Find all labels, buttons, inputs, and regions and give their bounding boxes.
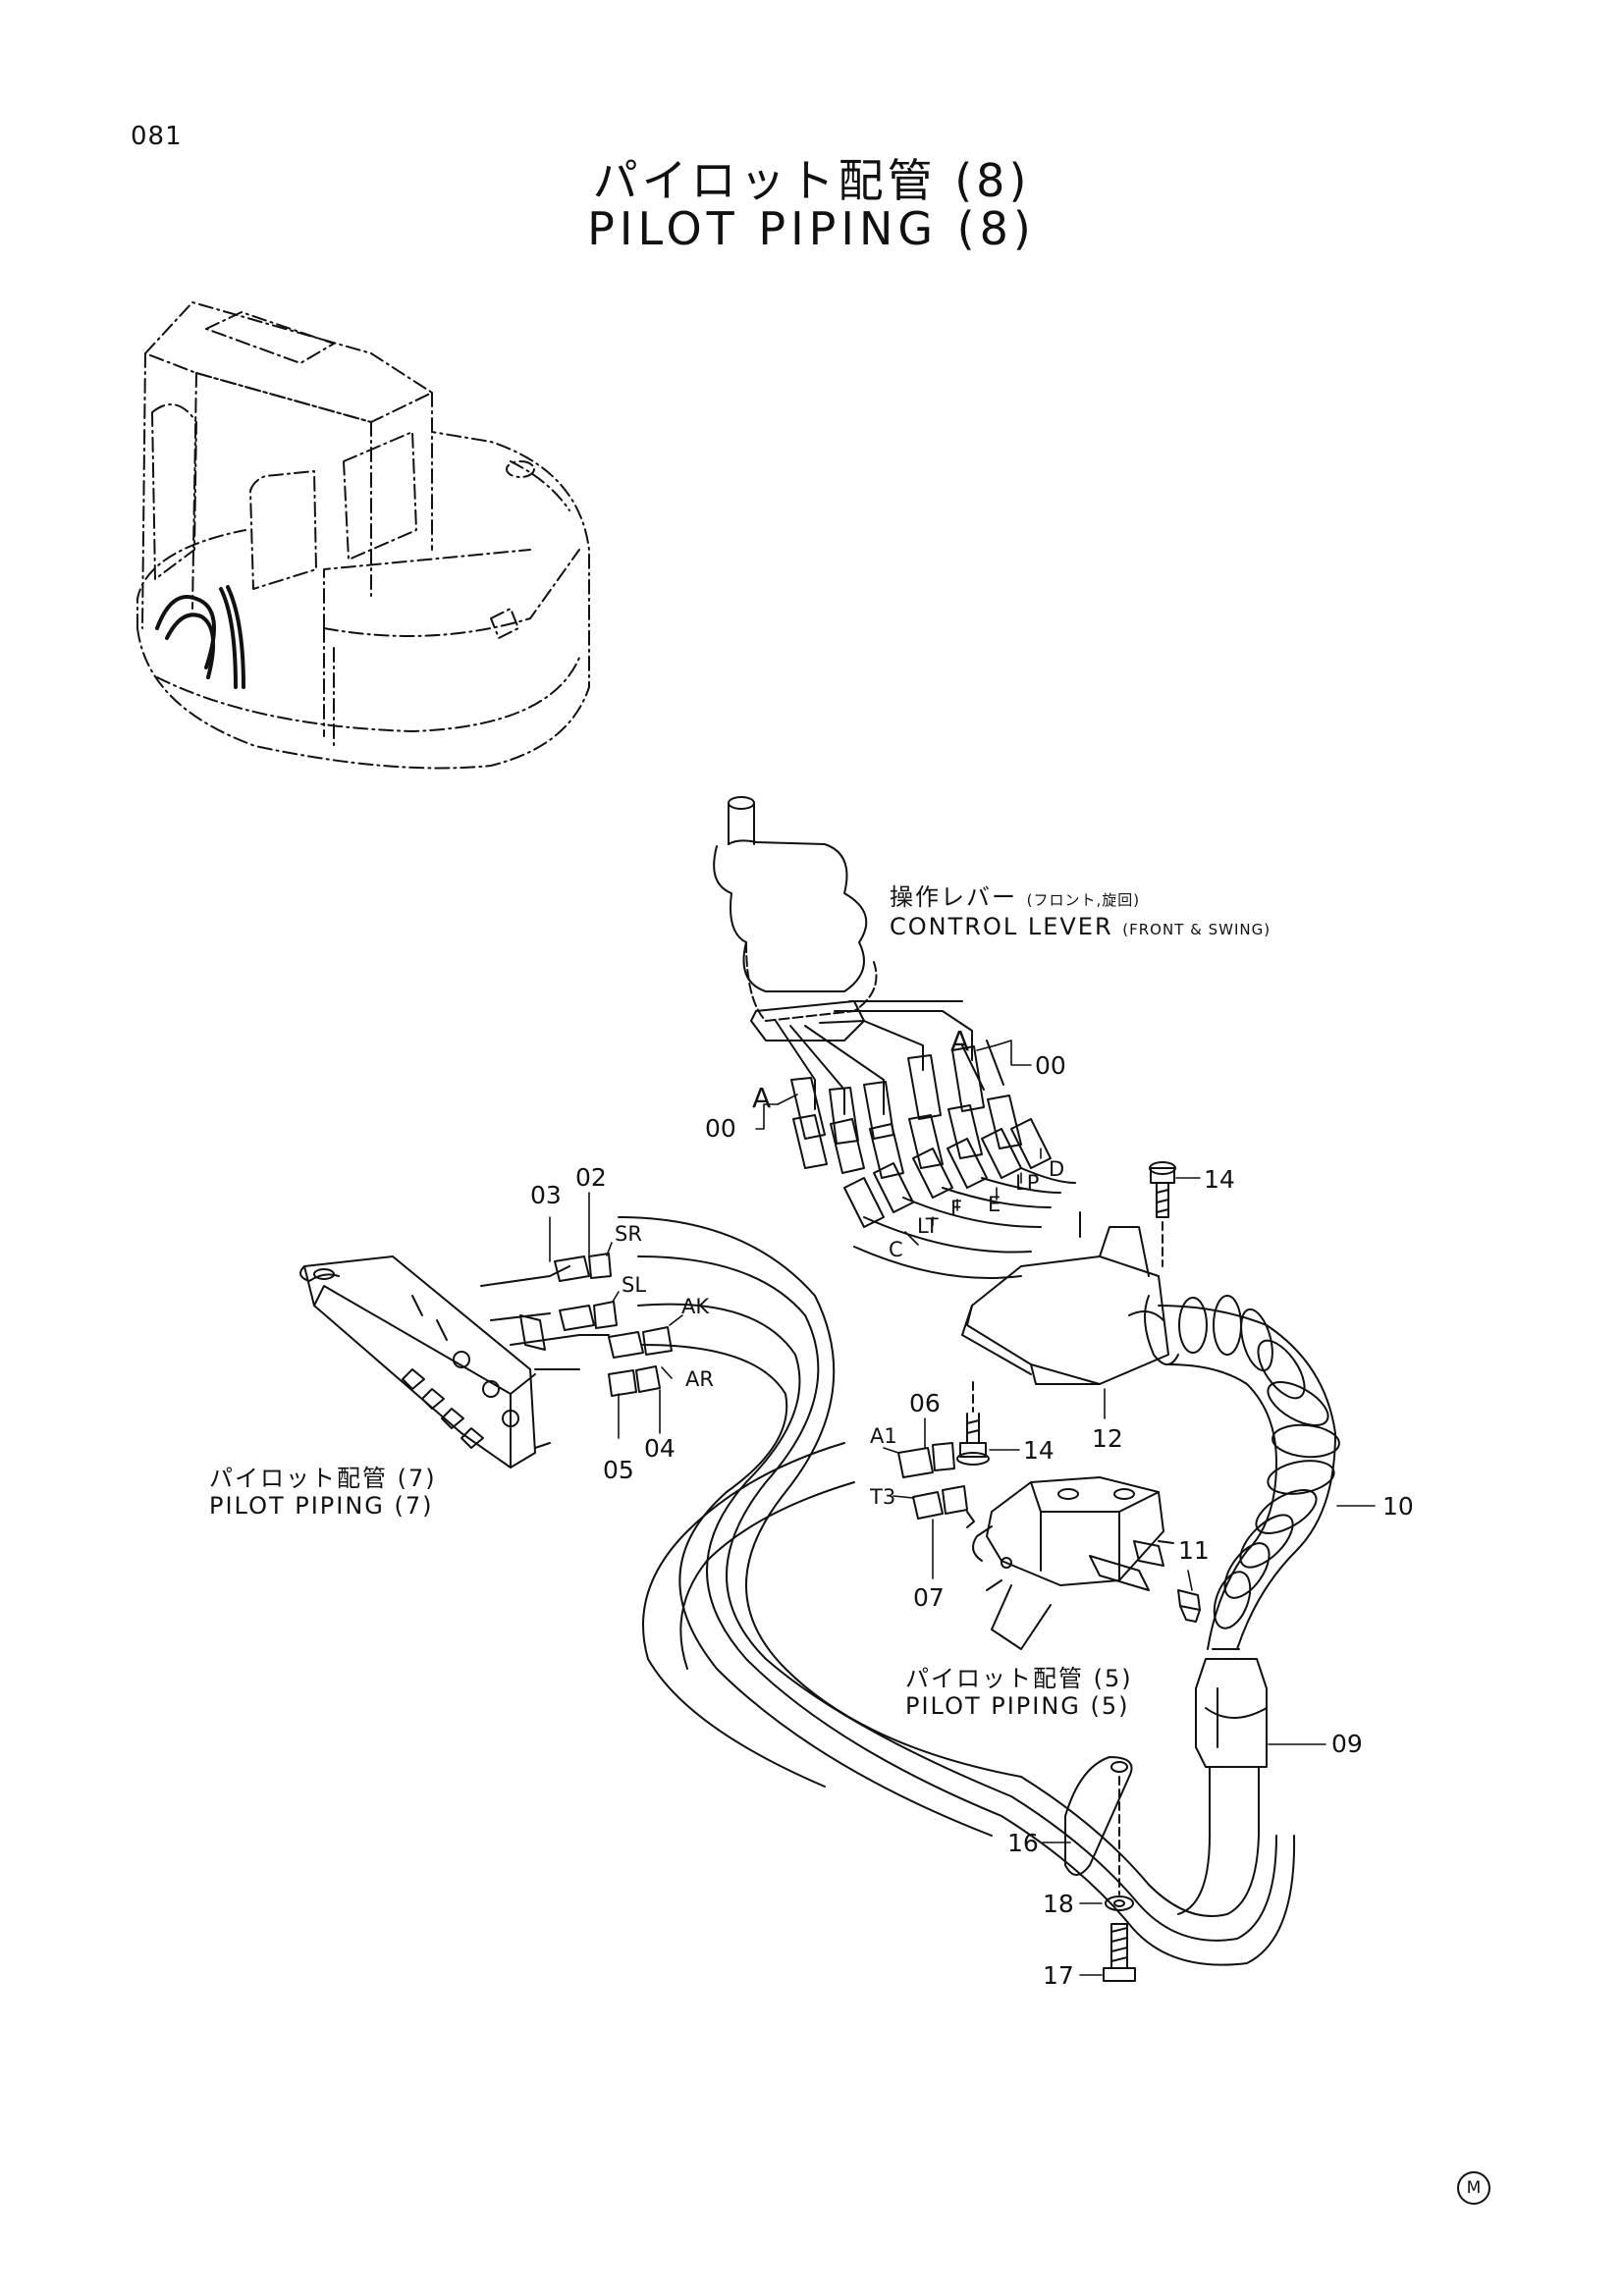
page-number: 081 <box>131 122 183 151</box>
port-label-a-left: A <box>752 1082 771 1114</box>
port-label-e: E <box>988 1193 1001 1216</box>
control-lever <box>713 796 878 1041</box>
manifold-lines <box>480 1265 610 1370</box>
bolt-14-top <box>1149 1161 1176 1218</box>
part-number-00-right: 00 <box>1035 1051 1066 1080</box>
port-label-sl: SL <box>622 1273 646 1297</box>
control-lever-label-en: CONTROL LEVER (FRONT & SWING) <box>890 913 1271 940</box>
port-label-ar: AR <box>685 1367 714 1391</box>
part-number-04: 04 <box>644 1434 676 1463</box>
main-hose-bundle <box>618 1216 1296 1966</box>
washer-18 <box>1105 1896 1134 1911</box>
excavator-overview <box>136 301 590 770</box>
lever-hoses <box>853 1167 1076 1279</box>
part-number-06: 06 <box>909 1389 941 1417</box>
part-number-05: 05 <box>603 1456 634 1484</box>
port-label-c: C <box>889 1238 903 1261</box>
part-number-12: 12 <box>1092 1424 1123 1453</box>
cab-hoses <box>155 585 245 689</box>
bolt-14-lower <box>956 1413 990 1466</box>
fittings-06-07 <box>897 1442 975 1528</box>
hose-clamp-09 <box>1195 1658 1268 1837</box>
page-title-japanese: パイロット配管 (8) <box>592 154 1031 207</box>
part-number-00-left: 00 <box>705 1114 736 1143</box>
part-number-03: 03 <box>530 1181 562 1209</box>
port-label-f: F <box>950 1197 962 1220</box>
leader-lines <box>549 1040 1376 1976</box>
part-number-07: 07 <box>913 1583 945 1612</box>
part-number-18: 18 <box>1043 1890 1074 1918</box>
bolt-11 <box>1177 1589 1201 1623</box>
port-label-a1: A1 <box>870 1424 897 1448</box>
port-label-sr: SR <box>615 1222 642 1246</box>
bolt-17 <box>1103 1923 1136 1982</box>
lever-lines <box>775 1000 973 1115</box>
part-number-16: 16 <box>1007 1829 1039 1857</box>
pilot-piping-7-label-en: PILOT PIPING (7) <box>209 1492 434 1520</box>
port-label-d: D <box>1049 1157 1064 1181</box>
part-number-02: 02 <box>575 1163 607 1192</box>
grommet-cover-12 <box>961 1211 1169 1385</box>
part-number-09: 09 <box>1331 1730 1363 1758</box>
port-label-ak: AK <box>681 1295 710 1318</box>
m-mark: M <box>1457 2171 1490 2205</box>
port-label-t3: T3 <box>869 1485 895 1509</box>
part-numbers: 00 00 02 03 04 05 06 07 09 10 11 12 14 1… <box>530 1051 1414 1990</box>
page-title-english: PILOT PIPING (8) <box>587 202 1036 255</box>
hose-end-fittings <box>843 1118 1052 1228</box>
part-number-14-lower: 14 <box>1023 1436 1055 1465</box>
hose-clamp-16 <box>1064 1756 1133 1876</box>
port-label-lt: LT <box>917 1214 939 1238</box>
manifold-block-pilot-piping-7 <box>299 1255 551 1468</box>
pilot-piping-5-label-jp: パイロット配管 (5) <box>905 1665 1133 1692</box>
part-number-11: 11 <box>1178 1536 1210 1565</box>
valve-block-pilot-piping-5 <box>972 1476 1174 1650</box>
part-number-10: 10 <box>1382 1492 1414 1521</box>
control-lever-label-jp: 操作レバー (フロント,旋回) <box>890 883 1141 911</box>
part-number-14-top: 14 <box>1204 1165 1235 1194</box>
port-label-lp: LP <box>1015 1171 1039 1195</box>
part-number-17: 17 <box>1043 1961 1074 1990</box>
port-labels: A A SR SL AK AR A1 T3 C LT F E LP D <box>615 1025 1064 1509</box>
pilot-piping-5-label-en: PILOT PIPING (5) <box>905 1692 1130 1720</box>
port-label-a-right: A <box>950 1025 969 1057</box>
corrugated-tube-10 <box>1144 1295 1340 1650</box>
pilot-piping-7-label-jp: パイロット配管 (7) <box>209 1465 437 1492</box>
fittings-03-02-04-05 <box>554 1253 673 1397</box>
